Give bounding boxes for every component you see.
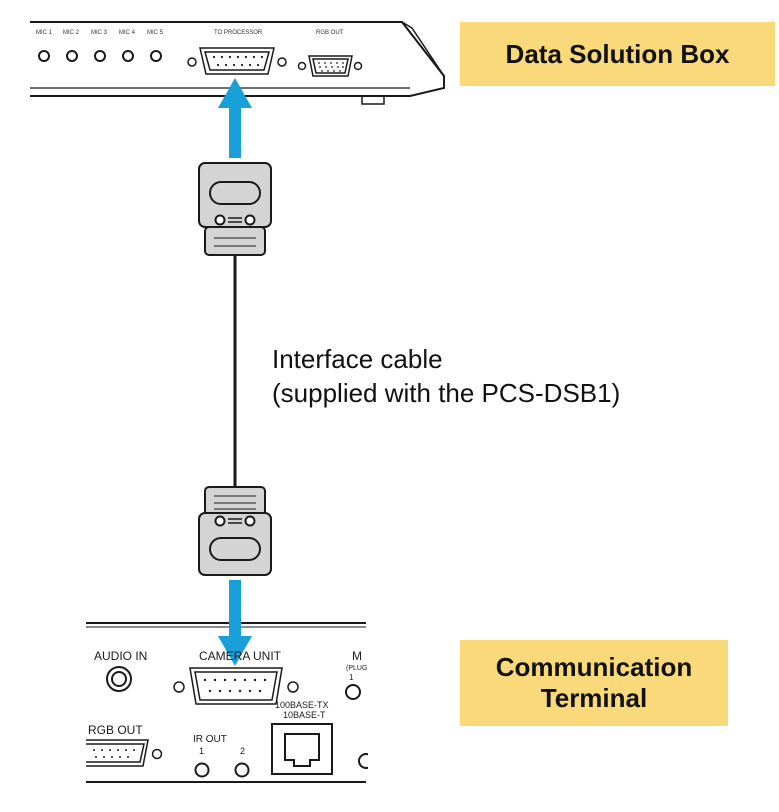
cable-connector-bottom-icon <box>198 486 272 576</box>
ir-out-label: IR OUT <box>193 734 227 745</box>
data-solution-box-label-bg <box>460 22 775 86</box>
cable-label-line1: Interface cable <box>272 344 443 374</box>
mic-jacks <box>38 50 162 62</box>
rj45-port-icon <box>271 723 333 775</box>
mic-labels: MIC 1 MIC 2 MIC 3 MIC 4 MIC 5 TO PROCESS… <box>36 30 344 36</box>
ir-out-jacks <box>194 762 250 778</box>
rgb-out-port-icon-top <box>297 55 363 77</box>
data-solution-box-text: Data Solution Box <box>505 38 730 69</box>
ir-1-label: 1 <box>199 746 204 756</box>
ethernet-label-2: 10BASE-T <box>283 710 326 720</box>
mic-2-label: MIC 2 <box>63 30 80 36</box>
audio-jack-icon <box>345 684 361 700</box>
arrow-down-icon <box>218 580 252 666</box>
communication-terminal-label: Communication Terminal <box>460 640 728 726</box>
communication-terminal-text-line2: Terminal <box>540 683 648 713</box>
mic-jack-icon <box>122 50 134 62</box>
communication-terminal-panel <box>86 622 366 783</box>
cable-connector-top-icon <box>198 162 272 256</box>
ir-out-1-jack-icon <box>194 762 210 778</box>
cable-label-line2: (supplied with the PCS-DSB1) <box>272 378 621 408</box>
mic-1-label: MIC 1 <box>36 30 53 36</box>
camera-unit-label: CAMERA UNIT <box>199 649 282 663</box>
audio-jack-icon <box>106 666 132 692</box>
mic-jack-icon <box>94 50 106 62</box>
arrow-up-icon <box>218 78 252 158</box>
data-solution-box-panel <box>30 21 445 105</box>
to-processor-label: TO PROCESSOR <box>214 30 263 36</box>
plug-label: (PLUG <box>346 665 367 672</box>
camera-unit-port-icon <box>173 667 299 705</box>
mic-3-label: MIC 3 <box>91 30 108 36</box>
ir-2-label: 2 <box>240 746 245 756</box>
ir-out-2-jack-icon <box>234 762 250 778</box>
audio-in-label: AUDIO IN <box>94 649 147 663</box>
to-processor-port-icon <box>187 47 287 75</box>
mic-cut-label: M <box>352 649 362 663</box>
bottom-device-labels: AUDIO IN CAMERA UNIT M (PLUG 1 RGB OUT I… <box>88 649 367 756</box>
mic-jack-icon <box>150 50 162 62</box>
interface-cable-label: Interface cable (supplied with the PCS-D… <box>272 342 620 410</box>
communication-terminal-text-line1: Communication <box>495 651 693 682</box>
mic-jack-icon <box>66 50 78 62</box>
plug-number-label: 1 <box>349 673 354 682</box>
mic-jack-icon <box>38 50 50 62</box>
mic-5-label: MIC 5 <box>147 30 164 36</box>
rgb-out-port-icon-bottom <box>86 739 163 767</box>
ethernet-label-1: 100BASE-TX <box>275 700 329 710</box>
communication-terminal-label-bg <box>460 640 728 726</box>
data-solution-box-label: Data Solution Box <box>460 22 775 86</box>
panel-edge-mask <box>368 615 458 790</box>
rgb-out-label-bottom: RGB OUT <box>88 723 143 737</box>
rgb-out-label-top: RGB OUT <box>316 30 344 36</box>
mic-4-label: MIC 4 <box>119 30 136 36</box>
